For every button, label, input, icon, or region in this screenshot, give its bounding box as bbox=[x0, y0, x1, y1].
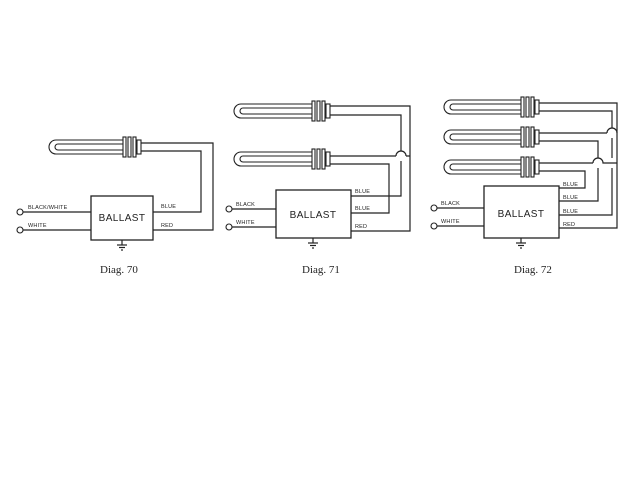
output-label-blue: BLUE bbox=[355, 206, 370, 212]
red-wire bbox=[539, 102, 618, 229]
output-label-blue: BLUE bbox=[161, 204, 176, 210]
output-label-blue: BLUE bbox=[355, 189, 370, 195]
ballast-label: BALLAST bbox=[498, 209, 545, 220]
input-label-white: WHITE bbox=[28, 223, 47, 229]
diagram-72: BALLAST BLUE BLUE BLUE RED BLACK WHITE D… bbox=[430, 96, 618, 276]
lamp1-blue-wire-lower bbox=[372, 161, 402, 197]
diagram-70: BALLAST BLUE RED BLACK/WHITE WHITE Diag.… bbox=[16, 136, 214, 276]
ballast-box bbox=[275, 189, 352, 239]
ground-icon bbox=[117, 240, 127, 251]
lamp-2 bbox=[233, 148, 331, 170]
input-label-black: BLACK bbox=[441, 201, 460, 207]
ballast-label: BALLAST bbox=[290, 210, 337, 221]
lamp-1 bbox=[233, 100, 331, 122]
input-label-white: WHITE bbox=[441, 219, 460, 225]
lamp-1 bbox=[443, 96, 540, 118]
ballast-box bbox=[90, 195, 154, 241]
input-terminal bbox=[430, 204, 438, 212]
input-terminal bbox=[225, 223, 233, 231]
input-terminal bbox=[430, 222, 438, 230]
lamp2-wire-bottom bbox=[330, 163, 390, 214]
output-label-blue: BLUE bbox=[563, 209, 578, 215]
lamp1-blue-wire bbox=[539, 110, 613, 216]
ballast-box bbox=[483, 185, 560, 239]
output-label-blue: BLUE bbox=[563, 195, 578, 201]
output-label-blue: BLUE bbox=[563, 182, 578, 188]
output-label-red: RED bbox=[563, 222, 575, 228]
input-terminal bbox=[16, 226, 24, 234]
lamp1-blue-wire bbox=[330, 114, 402, 151]
crossover-arc bbox=[395, 150, 407, 157]
diagram-caption: Diag. 72 bbox=[514, 264, 552, 276]
output-label-red: RED bbox=[161, 223, 173, 229]
lamp2-blue-wire bbox=[539, 140, 599, 202]
lamp-wire-top bbox=[141, 142, 214, 231]
input-label-black: BLACK bbox=[236, 202, 255, 208]
ground-icon bbox=[308, 238, 318, 249]
output-label-red: RED bbox=[355, 224, 367, 230]
input-terminal bbox=[16, 208, 24, 216]
ballast-label: BALLAST bbox=[99, 213, 146, 224]
diagram-caption: Diag. 71 bbox=[302, 264, 340, 276]
input-label-white: WHITE bbox=[236, 220, 255, 226]
crossover-arc bbox=[592, 157, 617, 164]
lamp-1 bbox=[48, 136, 142, 158]
lamp-2 bbox=[443, 126, 540, 148]
input-label-black-white: BLACK/WHITE bbox=[28, 205, 68, 211]
lamp-wire-bottom bbox=[141, 150, 202, 213]
input-terminal bbox=[225, 205, 233, 213]
lamp-3 bbox=[443, 156, 540, 178]
diagram-caption: Diag. 70 bbox=[100, 264, 138, 276]
ground-icon bbox=[516, 238, 526, 249]
lamp3-blue-wire bbox=[539, 170, 586, 189]
diagram-71: BALLAST BLUE BLUE RED BLACK WHITE Diag. … bbox=[225, 100, 411, 276]
crossover-arc bbox=[606, 127, 618, 134]
red-wire bbox=[330, 105, 411, 232]
